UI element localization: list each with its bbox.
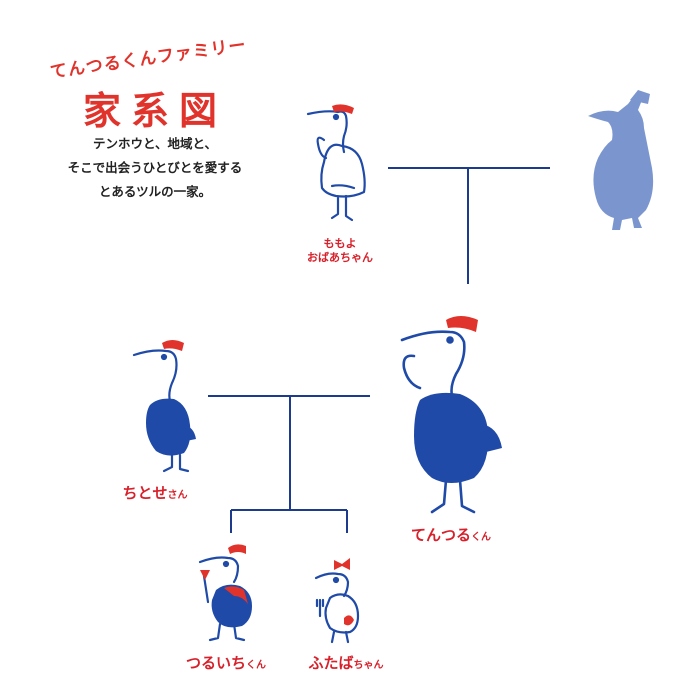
chitose-character <box>132 340 196 473</box>
page-title: 家系図 <box>82 89 227 133</box>
chitose-label: ちとせさん <box>110 482 200 503</box>
tentsuru-name: てんつる <box>410 526 471 544</box>
momoyo-name: ももよ <box>323 237 357 250</box>
description-line-2: そこで出会うひとびとを愛する <box>67 160 243 175</box>
tsuruichi-honorific: くん <box>246 660 266 671</box>
grandfather-silhouette <box>588 90 654 230</box>
chitose-honorific: さん <box>167 490 188 501</box>
tentsuru-character <box>400 316 502 514</box>
description-line-3: とあるツルの一家。 <box>98 184 212 199</box>
momoyo-character <box>306 104 366 222</box>
description-line-1: テンホウと、地域と、 <box>92 136 217 151</box>
tsuruichi-name: つるいち <box>185 654 246 672</box>
tsuruichi-label: つるいちくん <box>176 652 276 673</box>
tentsuru-label: てんつるくん <box>396 524 506 545</box>
description: テンホウと、地域と、 そこで出会うひとびとを愛する とあるツルの一家。 <box>20 132 290 204</box>
futaba-character <box>314 558 360 644</box>
momoyo-relation: おばあちゃん <box>307 251 373 264</box>
chitose-name: ちとせ <box>122 484 168 502</box>
futaba-name: ふたば <box>308 654 354 672</box>
futaba-label: ふたばちゃん <box>296 652 396 673</box>
tsuruichi-character <box>198 544 252 642</box>
momoyo-label: ももよ おばあちゃん <box>300 237 380 265</box>
futaba-honorific: ちゃん <box>353 660 384 671</box>
tentsuru-honorific: くん <box>471 532 491 543</box>
